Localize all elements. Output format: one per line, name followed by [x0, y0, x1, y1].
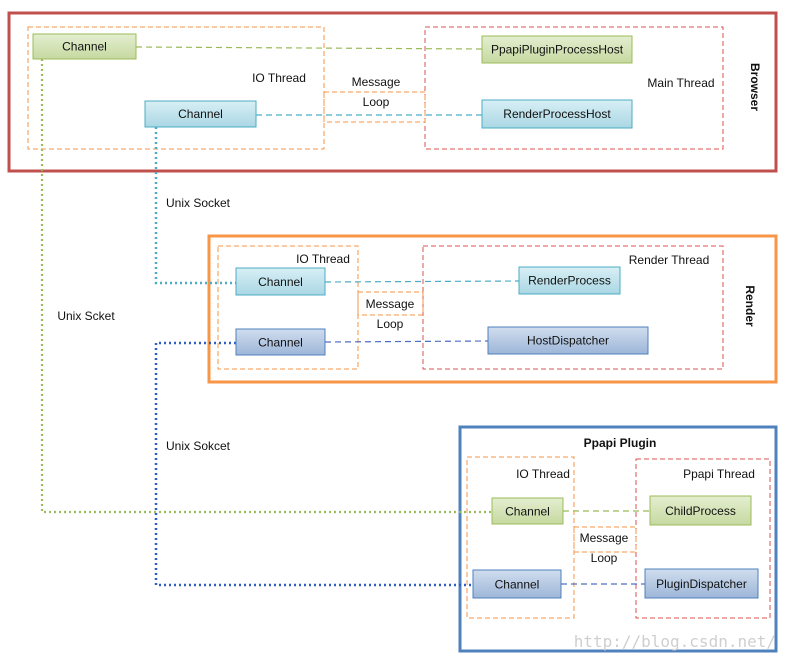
render-process-box [207, 234, 778, 384]
browser-plugin-socket-label: Unix Scket [57, 309, 115, 323]
plugin-channel-top-label: Channel [505, 505, 550, 519]
render-message-loop-line2: Loop [377, 317, 404, 331]
host-dispatcher: HostDispatcher [487, 326, 649, 355]
render-process-label: RenderProcess [528, 274, 611, 288]
plugin-channel-bottom: Channel [472, 569, 562, 599]
connector-browser-top [135, 46, 483, 50]
browser-message-loop-line1: Message [352, 75, 401, 89]
plugin-channel-top: Channel [491, 497, 564, 525]
plugin-message-loop-box [573, 526, 637, 553]
render-process-node: RenderProcess [518, 266, 621, 295]
plugin-title: Ppapi Plugin [584, 436, 657, 450]
plugin-thread-label: Ppapi Thread [683, 467, 755, 481]
ppapi-plugin-process-host-label: PpapiPluginProcessHost [491, 43, 624, 57]
browser-channel-mid: Channel [144, 100, 257, 128]
browser-channel-top-label: Channel [62, 40, 107, 54]
render-message-loop-box [357, 291, 424, 316]
plugin-process-box [458, 425, 778, 653]
browser-process-box [7, 11, 778, 173]
socket-render-plugin [154, 341, 473, 587]
child-process: ChildProcess [649, 495, 752, 526]
render-message-loop-line1: Message [366, 297, 415, 311]
ppapi-plugin-process-host: PpapiPluginProcessHost [481, 35, 633, 64]
render-process-host: RenderProcessHost [481, 99, 633, 129]
browser-channel-top: Channel [32, 33, 137, 60]
browser-render-socket-label: Unix Socket [166, 196, 231, 210]
plugin-dispatcher: PluginDispatcher [644, 568, 759, 599]
render-io-thread-label: IO Thread [296, 252, 350, 266]
plugin-message-loop-line1: Message [580, 531, 629, 545]
render-thread-label: Render Thread [629, 253, 710, 267]
browser-io-thread-label: IO Thread [252, 71, 306, 85]
render-channel-top-label: Channel [258, 275, 303, 289]
render-title: Render [743, 285, 757, 327]
socket-browser-render [154, 127, 236, 285]
plugin-message-loop-line2: Loop [591, 551, 618, 565]
render-plugin-socket-label: Unix Sokcet [166, 439, 231, 453]
browser-io-thread-box [27, 26, 325, 150]
browser-message-loop-line2: Loop [363, 95, 390, 109]
connector-render-top [324, 280, 520, 283]
browser-message-loop-box [323, 91, 426, 123]
plugin-io-thread-label: IO Thread [516, 467, 570, 481]
child-process-label: ChildProcess [665, 504, 736, 518]
browser-channel-mid-label: Channel [178, 107, 223, 121]
render-channel-bottom: Channel [235, 328, 326, 356]
plugin-channel-bottom-label: Channel [495, 578, 540, 592]
host-dispatcher-label: HostDispatcher [527, 334, 609, 348]
browser-main-thread-label: Main Thread [647, 76, 714, 90]
watermark: http://blog.csdn.net/ [574, 632, 776, 651]
socket-browser-plugin [40, 59, 492, 514]
render-process-host-label: RenderProcessHost [503, 107, 611, 121]
plugin-dispatcher-label: PluginDispatcher [656, 577, 747, 591]
render-channel-top: Channel [235, 267, 326, 296]
browser-title: Browser [748, 63, 762, 111]
connector-render-bottom [324, 340, 489, 343]
browser-main-thread-box [424, 26, 724, 150]
render-channel-bottom-label: Channel [258, 336, 303, 350]
